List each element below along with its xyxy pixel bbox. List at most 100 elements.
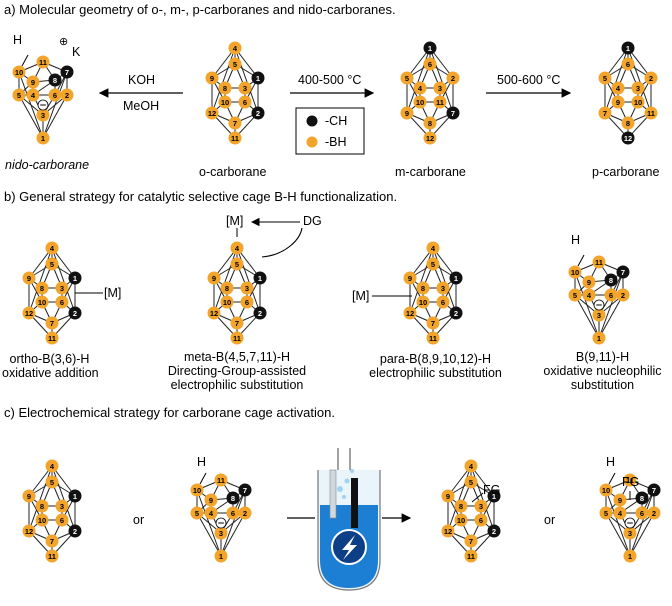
vertex-number: 7	[50, 319, 54, 328]
boron-vertex	[400, 71, 414, 85]
boron-vertex	[464, 459, 478, 473]
carbon-vertex	[446, 106, 460, 120]
carbon-vertex	[48, 73, 62, 87]
vertex-number: 3	[441, 284, 445, 293]
vertex-number: 12	[624, 134, 632, 143]
vertex-number: 9	[446, 492, 450, 501]
vertex-number: 7	[621, 268, 625, 277]
caption-para-l2: electrophilic substitution	[369, 366, 502, 380]
carbon-vertex	[621, 41, 635, 55]
vertex-number: 6	[231, 509, 235, 518]
meta-carborane-label: m-carborane	[395, 165, 466, 179]
vertex-number: 4	[209, 509, 214, 518]
vertex-number: 7	[243, 486, 247, 495]
boron-vertex	[433, 95, 447, 109]
vertex-number: 1	[492, 492, 496, 501]
vertex-number: 11	[48, 552, 56, 561]
boron-vertex	[22, 271, 36, 285]
boron-vertex	[22, 489, 36, 503]
caption-meta-l2: Directing-Group-assisted	[167, 364, 307, 378]
vertex-number: 11	[48, 334, 56, 343]
metal-label-2: [M]	[352, 289, 370, 303]
cage-bond	[598, 294, 624, 339]
boron-vertex	[454, 513, 468, 527]
legend-ch-label: -CH	[325, 114, 348, 128]
vertex-number: 10	[38, 516, 46, 525]
vertex-number: 3	[438, 84, 442, 93]
vertex-number: 2	[73, 309, 77, 318]
boron-vertex	[190, 506, 204, 520]
boron-vertex	[426, 241, 440, 255]
vertex-number: 8	[225, 284, 229, 293]
vertex-number: 5	[233, 60, 237, 69]
vertex-number: 1	[454, 274, 458, 283]
vertex-number: 4	[50, 462, 55, 471]
vertex-number: 11	[436, 98, 444, 107]
vertex-number: 8	[40, 502, 44, 511]
boron-vertex	[413, 95, 427, 109]
carbon-vertex	[68, 524, 82, 538]
vertex-number: 5	[469, 478, 473, 487]
boron-vertex	[35, 499, 49, 513]
vertex-number: 10	[193, 486, 201, 495]
cage-bond	[196, 489, 222, 557]
vertex-number: 1	[41, 134, 45, 143]
vertex-number: 2	[73, 527, 77, 536]
vertex-number: 4	[469, 462, 474, 471]
boron-vertex	[644, 71, 658, 85]
boron-vertex	[60, 88, 74, 102]
boron-vertex	[592, 255, 606, 269]
vertex-number: 4	[616, 84, 621, 93]
boron-vertex	[582, 275, 596, 289]
vertex-number: 5	[604, 509, 608, 518]
bridging-h-bond	[608, 472, 616, 485]
vertex-number: 2	[492, 527, 496, 536]
vertex-number: 5	[195, 509, 199, 518]
boron-vertex	[474, 513, 488, 527]
boron-vertex	[220, 295, 234, 309]
vertex-number: 11	[217, 476, 225, 485]
vertex-number: 2	[652, 509, 656, 518]
boron-vertex	[599, 506, 613, 520]
boron-vertex	[228, 41, 242, 55]
boron-vertex	[416, 295, 430, 309]
boron-vertex	[55, 295, 69, 309]
vertex-number: 9	[212, 274, 216, 283]
vertex-number: 10	[602, 486, 610, 495]
boron-vertex	[36, 55, 50, 69]
vertex-number: 11	[647, 109, 655, 118]
bridging-h-bond	[199, 472, 207, 485]
boron-vertex	[36, 131, 50, 145]
electrochemical-cell-icon	[317, 448, 381, 591]
vertex-number: 4	[235, 244, 240, 253]
vertex-number: 1	[73, 492, 77, 501]
vertex-number: 9	[27, 274, 31, 283]
or-label-2: or	[544, 513, 556, 527]
boron-vertex	[592, 331, 606, 345]
vertex-number: 7	[469, 537, 473, 546]
vertex-number: 11	[595, 258, 603, 267]
boron-vertex	[613, 506, 627, 520]
boron-vertex	[230, 241, 244, 255]
vertex-number: 5	[405, 74, 409, 83]
meoh-label: MeOH	[123, 99, 160, 113]
boron-vertex	[635, 506, 649, 520]
cage-bond	[18, 94, 44, 139]
vertex-number: 9	[27, 492, 31, 501]
vertex-number: 12	[444, 527, 452, 536]
boron-vertex	[621, 116, 635, 130]
boron-vertex	[400, 106, 414, 120]
vertex-number: 3	[41, 111, 45, 120]
vertex-number: 12	[25, 527, 33, 536]
vertex-number: 5	[603, 74, 607, 83]
legend-ch-dot	[306, 115, 318, 127]
vertex-number: 2	[451, 74, 455, 83]
boron-vertex	[631, 95, 645, 109]
